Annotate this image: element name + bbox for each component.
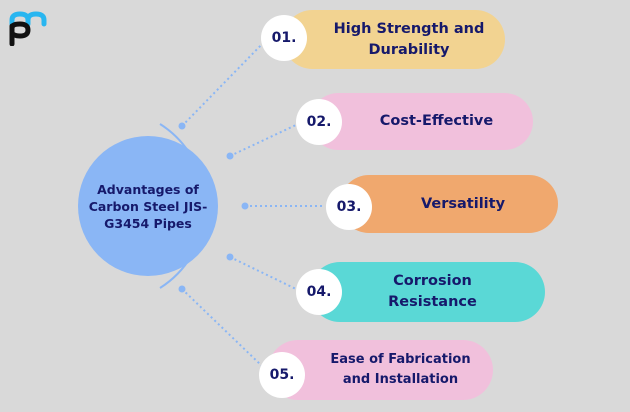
- node-dot: [226, 152, 234, 160]
- central-hub: Advantages of Carbon Steel JIS-G3454 Pip…: [78, 136, 218, 276]
- hub-title: Advantages of Carbon Steel JIS-G3454 Pip…: [88, 181, 208, 231]
- node-dot: [178, 122, 186, 130]
- advantage-item-4: Corrosion Resistance: [310, 262, 545, 322]
- advantage-label: Cost-Effective: [379, 113, 494, 129]
- advantage-number-badge: 02.: [296, 99, 342, 145]
- advantage-label: High Strength and Durability: [333, 20, 485, 58]
- node-dot: [226, 253, 234, 261]
- advantage-number-badge: 03.: [326, 184, 372, 230]
- advantage-item-3: Versatility: [340, 175, 558, 233]
- advantage-number-badge: 01.: [261, 15, 307, 61]
- advantage-item-1: High Strength and Durability: [283, 10, 505, 69]
- advantage-label: Ease of Fabrication and Installation: [330, 352, 471, 387]
- node-dot: [178, 285, 186, 293]
- advantage-item-2: Cost-Effective: [310, 93, 533, 150]
- brand-logo: [8, 10, 56, 47]
- advantage-number-badge: 04.: [296, 269, 342, 315]
- logo-icon: [9, 11, 47, 47]
- node-dot: [241, 202, 249, 210]
- advantage-item-5: Ease of Fabrication and Installation: [268, 340, 493, 400]
- advantage-label: Corrosion Resistance: [388, 273, 477, 310]
- advantage-label: Versatility: [420, 195, 506, 212]
- advantage-number-badge: 05.: [259, 352, 305, 398]
